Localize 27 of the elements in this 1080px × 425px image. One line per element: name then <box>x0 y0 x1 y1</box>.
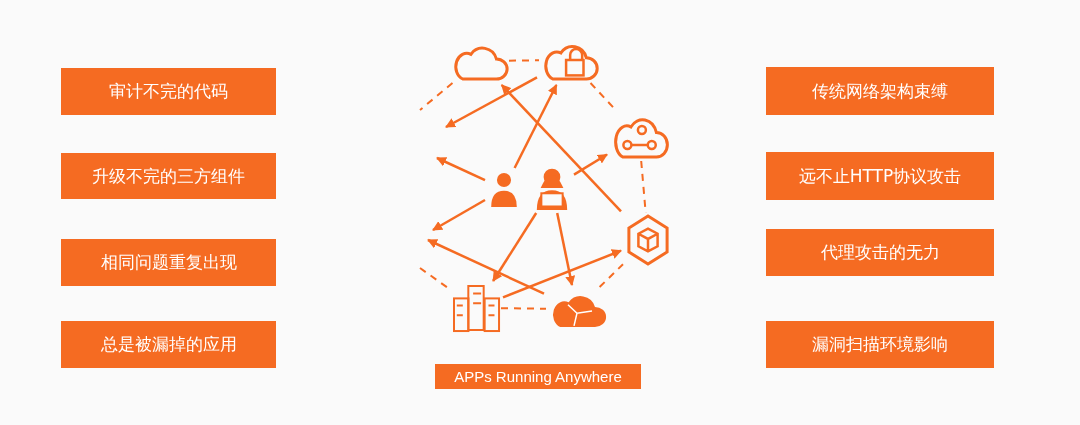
dashed-line <box>419 82 454 111</box>
dashed-line <box>598 263 624 288</box>
arrow <box>445 76 538 129</box>
issue-box: 传统网络架构束缚 <box>766 67 994 115</box>
issue-box: 代理攻击的无力 <box>766 229 994 276</box>
arrow <box>513 84 558 169</box>
issue-box: 总是被漏掉的应用 <box>61 321 276 368</box>
issue-box: 审计不完的代码 <box>61 68 276 115</box>
building-icon <box>452 284 500 332</box>
issue-box: 升级不完的三方组件 <box>61 153 276 199</box>
issue-box: 远不止HTTP协议攻击 <box>766 152 994 200</box>
arrow <box>492 212 538 282</box>
caption-box: APPs Running Anywhere <box>435 364 641 389</box>
dashed-line <box>589 82 616 110</box>
issue-box: 漏洞扫描环境影响 <box>766 321 994 368</box>
cube-icon <box>624 214 672 266</box>
dashed-line <box>508 59 540 62</box>
arrow <box>500 84 622 213</box>
arrow <box>573 153 608 176</box>
arrow <box>432 198 486 232</box>
person-icon <box>488 171 520 207</box>
arrow <box>555 212 576 286</box>
issue-box: 相同问题重复出现 <box>61 239 276 286</box>
arrow <box>436 156 486 182</box>
arrow <box>427 238 545 295</box>
arrow <box>502 249 622 299</box>
dashed-line <box>500 307 547 310</box>
